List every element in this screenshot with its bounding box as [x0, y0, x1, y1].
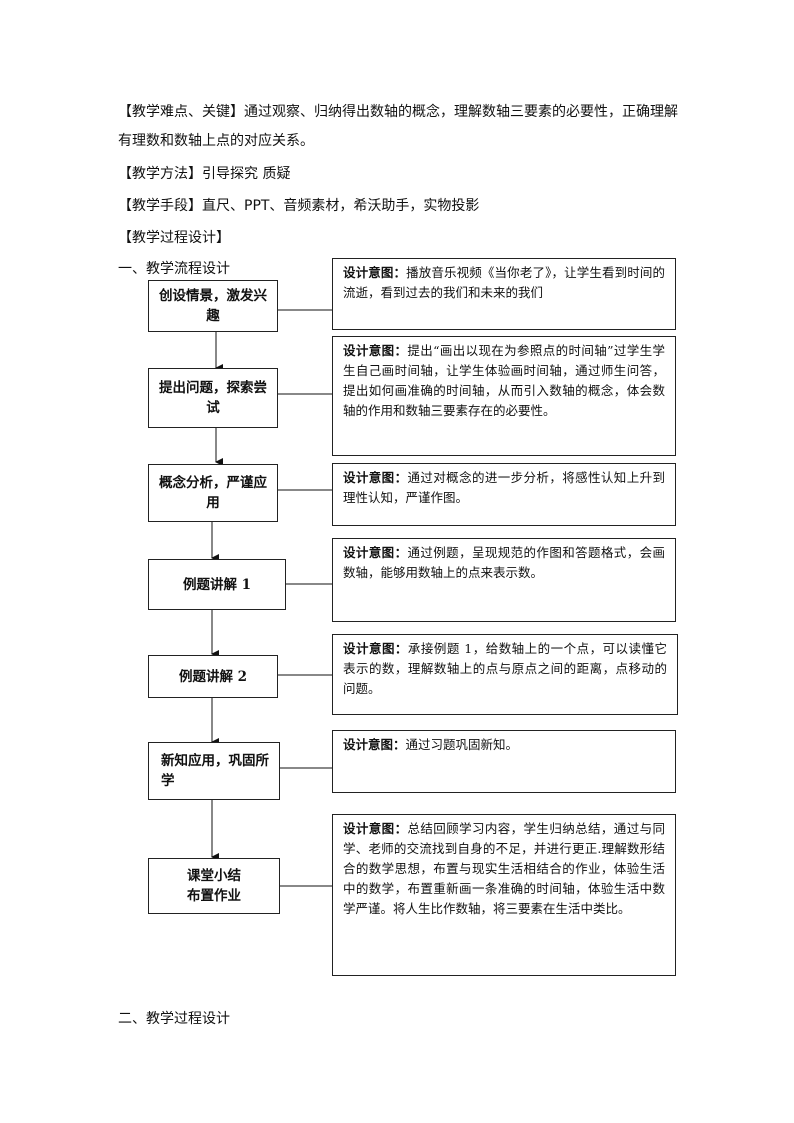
design-label: 设计意图： — [343, 737, 406, 752]
design-note-7: 设计意图：总结回顾学习内容，学生归纳总结，通过与同学、老师的交流找到自身的不足，… — [332, 814, 676, 976]
teaching-process-title: 【教学过程设计】 — [118, 230, 230, 246]
design-label: 设计意图： — [343, 470, 408, 485]
flow-step-3: 概念分析，严谨应用 — [148, 464, 278, 522]
design-note-6: 设计意图：通过习题巩固新知。 — [332, 730, 676, 793]
design-note-2: 设计意图：提出“画出以现在为参照点的时间轴”过学生学生自己画时间轴，让学生体验画… — [332, 336, 676, 456]
design-text: 通过对概念的进一步分析，将感性认知上升到理性认知，严谨作图。 — [343, 470, 665, 505]
flow-design-title: 一、教学流程设计 — [118, 261, 230, 277]
design-text: 承接例题 1，给数轴上的一个点，可以读懂它表示的数，理解数轴上的点与原点之间的距… — [343, 641, 667, 696]
design-note-1: 设计意图：播放音乐视频《当你老了》，让学生看到时间的流逝，看到过去的我们和未来的… — [332, 258, 676, 330]
design-label: 设计意图： — [343, 545, 408, 560]
design-note-5: 设计意图：承接例题 1，给数轴上的一个点，可以读懂它表示的数，理解数轴上的点与原… — [332, 634, 678, 715]
design-note-3: 设计意图：通过对概念的进一步分析，将感性认知上升到理性认知，严谨作图。 — [332, 463, 676, 526]
flow-step-2: 提出问题，探索尝试 — [148, 368, 278, 428]
teaching-method: 【教学方法】引导探究 质疑 — [118, 166, 291, 182]
design-text: 通过习题巩固新知。 — [405, 737, 519, 752]
flow-step-5: 例题讲解 2 — [148, 655, 278, 698]
flow-step-1: 创设情景，激发兴趣 — [148, 280, 278, 332]
design-text: 播放音乐视频《当你老了》，让学生看到时间的流逝，看到过去的我们和未来的我们 — [343, 265, 665, 300]
flow-step-7: 课堂小结 布置作业 — [148, 858, 280, 914]
process-design-title: 二、教学过程设计 — [118, 1011, 230, 1027]
design-text: 通过例题，呈现规范的作图和答题格式，会画数轴，能够用数轴上的点来表示数。 — [343, 545, 665, 580]
design-label: 设计意图： — [343, 343, 408, 358]
design-text: 提出“画出以现在为参照点的时间轴”过学生学生自己画时间轴，让学生体验画时间轴，通… — [343, 343, 665, 418]
design-label: 设计意图： — [343, 641, 408, 656]
teaching-difficulty: 【教学难点、关键】通过观察、归纳得出数轴的概念，理解数轴三要素的必要性，正确理解… — [118, 104, 678, 149]
design-label: 设计意图： — [343, 821, 408, 836]
design-note-4: 设计意图：通过例题，呈现规范的作图和答题格式，会画数轴，能够用数轴上的点来表示数… — [332, 538, 676, 622]
flow-step-4: 例题讲解 1 — [148, 559, 286, 610]
design-text: 总结回顾学习内容，学生归纳总结，通过与同学、老师的交流找到自身的不足，并进行更正… — [343, 821, 665, 916]
design-label: 设计意图： — [343, 265, 407, 280]
flow-step-6: 新知应用，巩固所学 — [148, 742, 280, 800]
teaching-means: 【教学手段】直尺、PPT、音频素材，希沃助手，实物投影 — [118, 198, 480, 214]
